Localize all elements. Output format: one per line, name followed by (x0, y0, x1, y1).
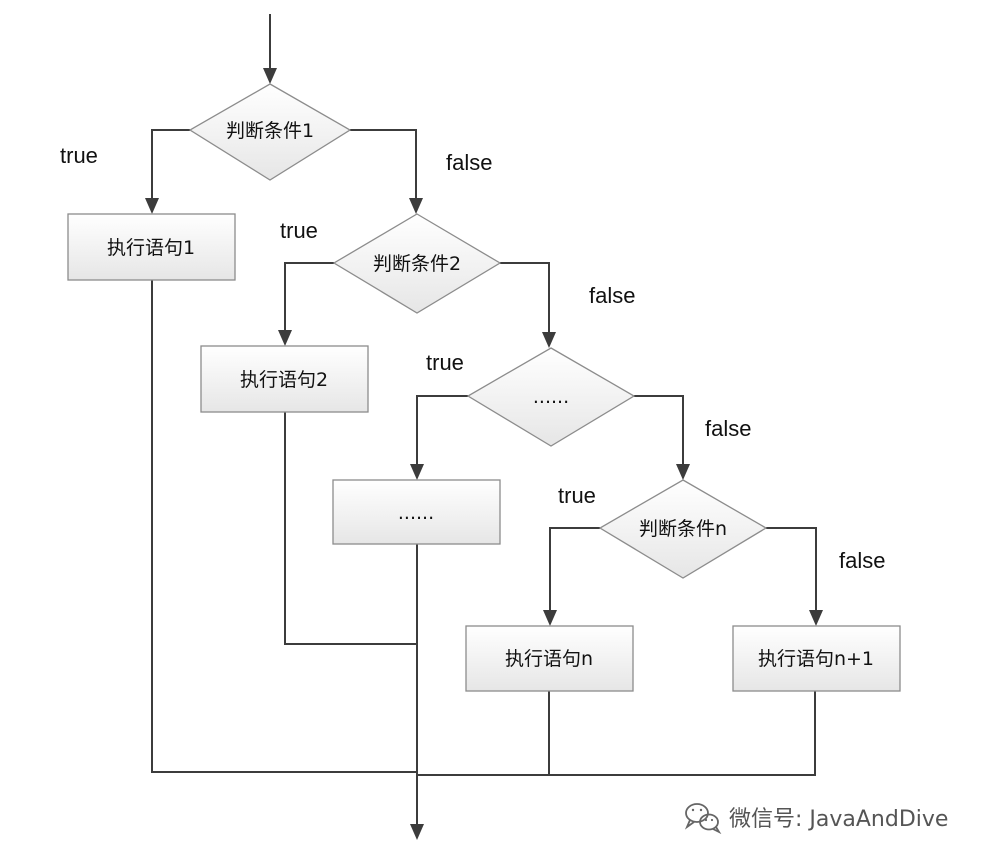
statement-more-label: ...... (398, 502, 434, 524)
condition-more-label: ...... (533, 386, 569, 408)
condmore-false-edge (634, 395, 684, 466)
cond1-true-arrowhead (145, 198, 159, 214)
condn-false-edge (766, 527, 817, 612)
stmt2-merge-edge (284, 412, 417, 645)
stmtn1-merge-edge (549, 691, 816, 776)
condition-2-diamond: 判断条件2 (332, 213, 502, 314)
cond1-false-arrowhead (409, 198, 423, 214)
condn-true-label: true (558, 483, 596, 508)
statement-1-label: 执行语句1 (107, 237, 195, 259)
stmt1-merge-edge (151, 280, 417, 773)
condmore-true-label: true (426, 350, 464, 375)
watermark: 微信号: JavaAndDive (684, 803, 948, 835)
condition-n-diamond: 判断条件n (598, 479, 768, 579)
statement-2-box: 执行语句2 (200, 345, 369, 413)
cond2-false-edge (500, 262, 550, 334)
entry-arrowhead (263, 68, 277, 84)
wechat-icon (684, 803, 722, 835)
statement-n-label: 执行语句n (505, 648, 593, 670)
statement-2-label: 执行语句2 (240, 369, 328, 391)
cond2-false-arrowhead (542, 332, 556, 348)
condn-true-arrowhead (543, 610, 557, 626)
statement-n-box: 执行语句n (465, 625, 634, 692)
cond2-true-edge (284, 262, 334, 332)
condition-1-diamond: 判断条件1 (188, 83, 352, 181)
condn-true-edge (549, 527, 600, 612)
cond1-true-edge (151, 129, 190, 200)
cond2-true-arrowhead (278, 330, 292, 346)
condition-2-label: 判断条件2 (373, 253, 461, 275)
statement-n-plus-1-box: 执行语句n+1 (732, 625, 901, 692)
condition-more-diamond: ...... (466, 347, 636, 447)
condmore-false-arrowhead (676, 464, 690, 480)
stmtn-merge-edge (417, 691, 550, 776)
condmore-true-arrowhead (410, 464, 424, 480)
cond1-false-edge (350, 129, 417, 200)
cond2-false-label: false (589, 283, 635, 308)
condmore-false-label: false (705, 416, 751, 441)
statement-n-plus-1-label: 执行语句n+1 (758, 648, 874, 670)
condition-n-label: 判断条件n (639, 518, 727, 540)
statement-more-box: ...... (332, 479, 501, 545)
condition-1-label: 判断条件1 (226, 120, 314, 142)
cond2-true-label: true (280, 218, 318, 243)
statement-1-box: 执行语句1 (67, 213, 236, 281)
cond1-true-label: true (60, 143, 98, 168)
cond1-false-label: false (446, 150, 492, 175)
condmore-true-edge (416, 395, 468, 466)
exit-arrowhead (410, 824, 424, 840)
condn-false-label: false (839, 548, 885, 573)
condn-false-arrowhead (809, 610, 823, 626)
watermark-text: 微信号: JavaAndDive (729, 807, 948, 832)
